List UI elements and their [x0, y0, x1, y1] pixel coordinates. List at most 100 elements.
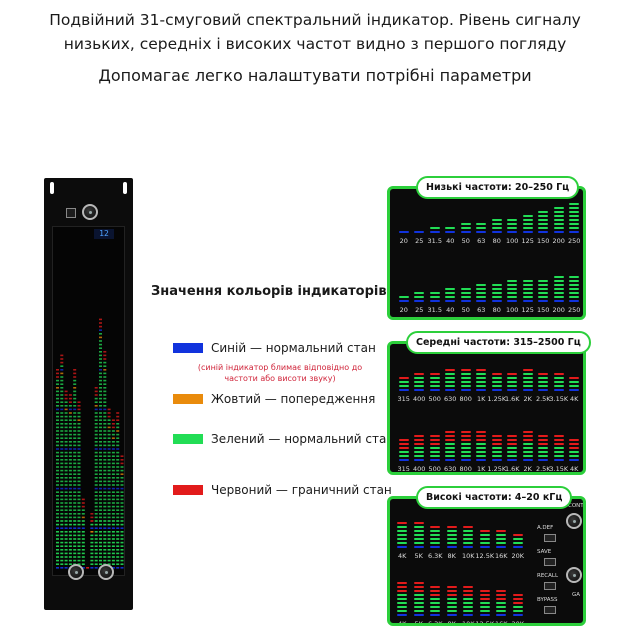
device-meter-segment	[111, 441, 115, 443]
device-meter-segment	[111, 531, 115, 533]
bypass-button[interactable]	[544, 606, 556, 614]
meter-segment	[397, 613, 408, 616]
meter-segment	[413, 597, 424, 600]
device-meter-segment	[64, 426, 68, 429]
device-meter-segment	[60, 516, 64, 519]
device-meter-segment	[56, 527, 59, 529]
meter-segment	[507, 230, 518, 233]
meter-segment	[414, 438, 425, 441]
meter-segment	[522, 388, 533, 391]
device-meter-segment	[103, 401, 107, 403]
device-meter-segment	[60, 433, 64, 436]
device-meter-segment	[103, 433, 107, 436]
spectrum-column	[496, 508, 507, 548]
meter-segment	[491, 372, 502, 375]
frequency-label: 630	[444, 395, 457, 403]
device-meter-segment	[56, 487, 59, 490]
knob-icon[interactable]	[566, 567, 582, 583]
device-meter-segment	[116, 487, 120, 490]
device-meter-segment	[77, 502, 81, 504]
device-meter-segment	[60, 567, 64, 569]
meter-segment	[463, 609, 474, 612]
device-meter-segment	[81, 505, 85, 508]
device-meter-segment	[116, 523, 120, 526]
meter-segment	[538, 372, 549, 375]
device-meter-segment	[64, 545, 68, 547]
device-meter-segment	[99, 415, 102, 418]
meter-segment	[538, 384, 549, 387]
device-meter-segment	[56, 408, 59, 411]
device-meter-segment	[116, 430, 120, 432]
device-meter-segment	[94, 430, 98, 432]
device-meter-segment	[107, 415, 111, 418]
meter-segment	[569, 388, 580, 391]
meter-segment	[446, 545, 457, 548]
frequency-label: 1K	[477, 465, 486, 473]
meter-segment	[476, 376, 487, 379]
meter-segment	[463, 537, 474, 540]
meter-segment	[445, 430, 456, 433]
device-meter-segment	[120, 531, 124, 533]
meter-segment	[414, 454, 425, 457]
device-meter-segment	[68, 527, 72, 529]
meter-segment	[553, 283, 564, 286]
recall-button[interactable]	[544, 582, 556, 590]
spectrum-column	[569, 262, 580, 302]
power-button-icon[interactable]	[66, 208, 76, 218]
device-meter-segment	[107, 505, 111, 508]
device-meter-segment	[111, 487, 115, 490]
device-meter-segment	[103, 444, 107, 447]
device-meter-segment	[73, 541, 77, 544]
device-meter-segment	[103, 419, 107, 421]
frequency-label: 400	[413, 395, 426, 403]
device-meter-segment	[81, 502, 85, 504]
meter-segment	[476, 230, 487, 233]
meter-segment	[398, 299, 409, 302]
meter-segment	[446, 613, 457, 616]
knob-icon[interactable]	[82, 204, 98, 220]
device-meter-segment	[73, 552, 77, 555]
spectrum-column	[460, 421, 471, 461]
device-meter-segment	[73, 527, 77, 529]
meter-segment	[507, 388, 518, 391]
meter-segment	[553, 450, 564, 453]
device-meter-segment	[64, 495, 68, 497]
device-meter-segment	[99, 448, 102, 450]
device-meter-segment	[116, 534, 120, 537]
knob-icon[interactable]	[98, 564, 114, 580]
frequency-label: 2K	[523, 395, 532, 403]
frequency-label: 1.25K	[487, 465, 507, 473]
knob-icon[interactable]	[566, 513, 582, 529]
device-meter-segment	[99, 412, 102, 414]
device-meter-segment	[103, 523, 107, 526]
heading-line-3: Допомагає легко налаштувати потрібні пар…	[98, 66, 532, 85]
device-meter-segment	[68, 451, 72, 454]
device-meter-segment	[68, 401, 72, 403]
device-meter-segment	[60, 534, 64, 537]
device-meter-segment	[111, 419, 115, 421]
device-meter-segment	[99, 491, 102, 493]
device-meter-segment	[107, 520, 111, 522]
device-meter-segment	[77, 441, 81, 443]
device-meter-segment	[64, 430, 68, 432]
device-meter-segment	[64, 480, 68, 483]
device-meter-segment	[60, 538, 64, 540]
meter-segment	[538, 376, 549, 379]
device-meter-segment	[116, 549, 120, 551]
save-button[interactable]	[544, 558, 556, 566]
device-meter-segment	[64, 441, 68, 443]
heading-line-2: низьких, середніх і високих частот видно…	[63, 35, 567, 53]
device-meter-segment	[56, 459, 59, 461]
device-meter-segment	[99, 559, 102, 562]
device-meter-segment	[103, 473, 107, 475]
device-meter-segment	[107, 430, 111, 432]
meter-segment	[522, 454, 533, 457]
device-meter-segment	[103, 412, 107, 414]
device-meter-segment	[103, 455, 107, 457]
knob-icon[interactable]	[68, 564, 84, 580]
device-meter-segment	[116, 502, 120, 504]
device-meter-segment	[60, 448, 64, 450]
device-meter-segment	[111, 473, 115, 475]
adef-button[interactable]	[544, 534, 556, 542]
